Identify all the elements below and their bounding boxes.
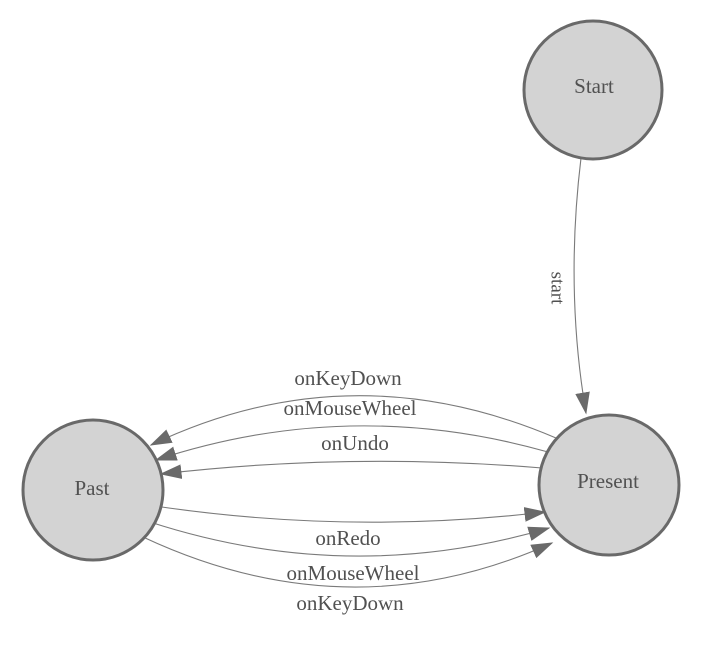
edge-group [142, 157, 590, 588]
node-start-circle[interactable] [522, 19, 664, 161]
edge-start-to-present [573, 157, 590, 415]
edge-label-onkeydown-bottom: onKeyDown [296, 591, 404, 615]
edge-label-onredo: onRedo [315, 526, 380, 550]
edge-past-to-present-onredo [154, 505, 547, 523]
edge-past-to-present-onkeydown [142, 536, 554, 588]
edge-label-group: start onKeyDown onMouseWheel onUndo onRe… [284, 272, 568, 615]
node-past-label: Past [74, 476, 109, 500]
node-present-label: Present [577, 469, 639, 493]
edge-label-onkeydown-top: onKeyDown [294, 366, 402, 390]
edge-label-onmousewheel-top: onMouseWheel [284, 396, 417, 420]
edge-past-to-present-onmousewheel [149, 521, 551, 557]
edge-present-to-past-onundo [159, 460, 543, 479]
node-start[interactable]: Start [522, 19, 664, 161]
edge-label-onundo: onUndo [321, 431, 389, 455]
node-present-circle[interactable] [537, 413, 681, 557]
edge-present-to-past-onkeydown [149, 395, 557, 446]
node-past[interactable]: Past [21, 418, 165, 562]
edge-label-onmousewheel-bottom: onMouseWheel [287, 561, 420, 585]
node-past-circle[interactable] [21, 418, 165, 562]
node-start-label: Start [574, 74, 614, 98]
edge-label-start: start [547, 272, 568, 305]
edge-present-to-past-onmousewheel [154, 425, 549, 461]
node-present[interactable]: Present [537, 413, 681, 557]
